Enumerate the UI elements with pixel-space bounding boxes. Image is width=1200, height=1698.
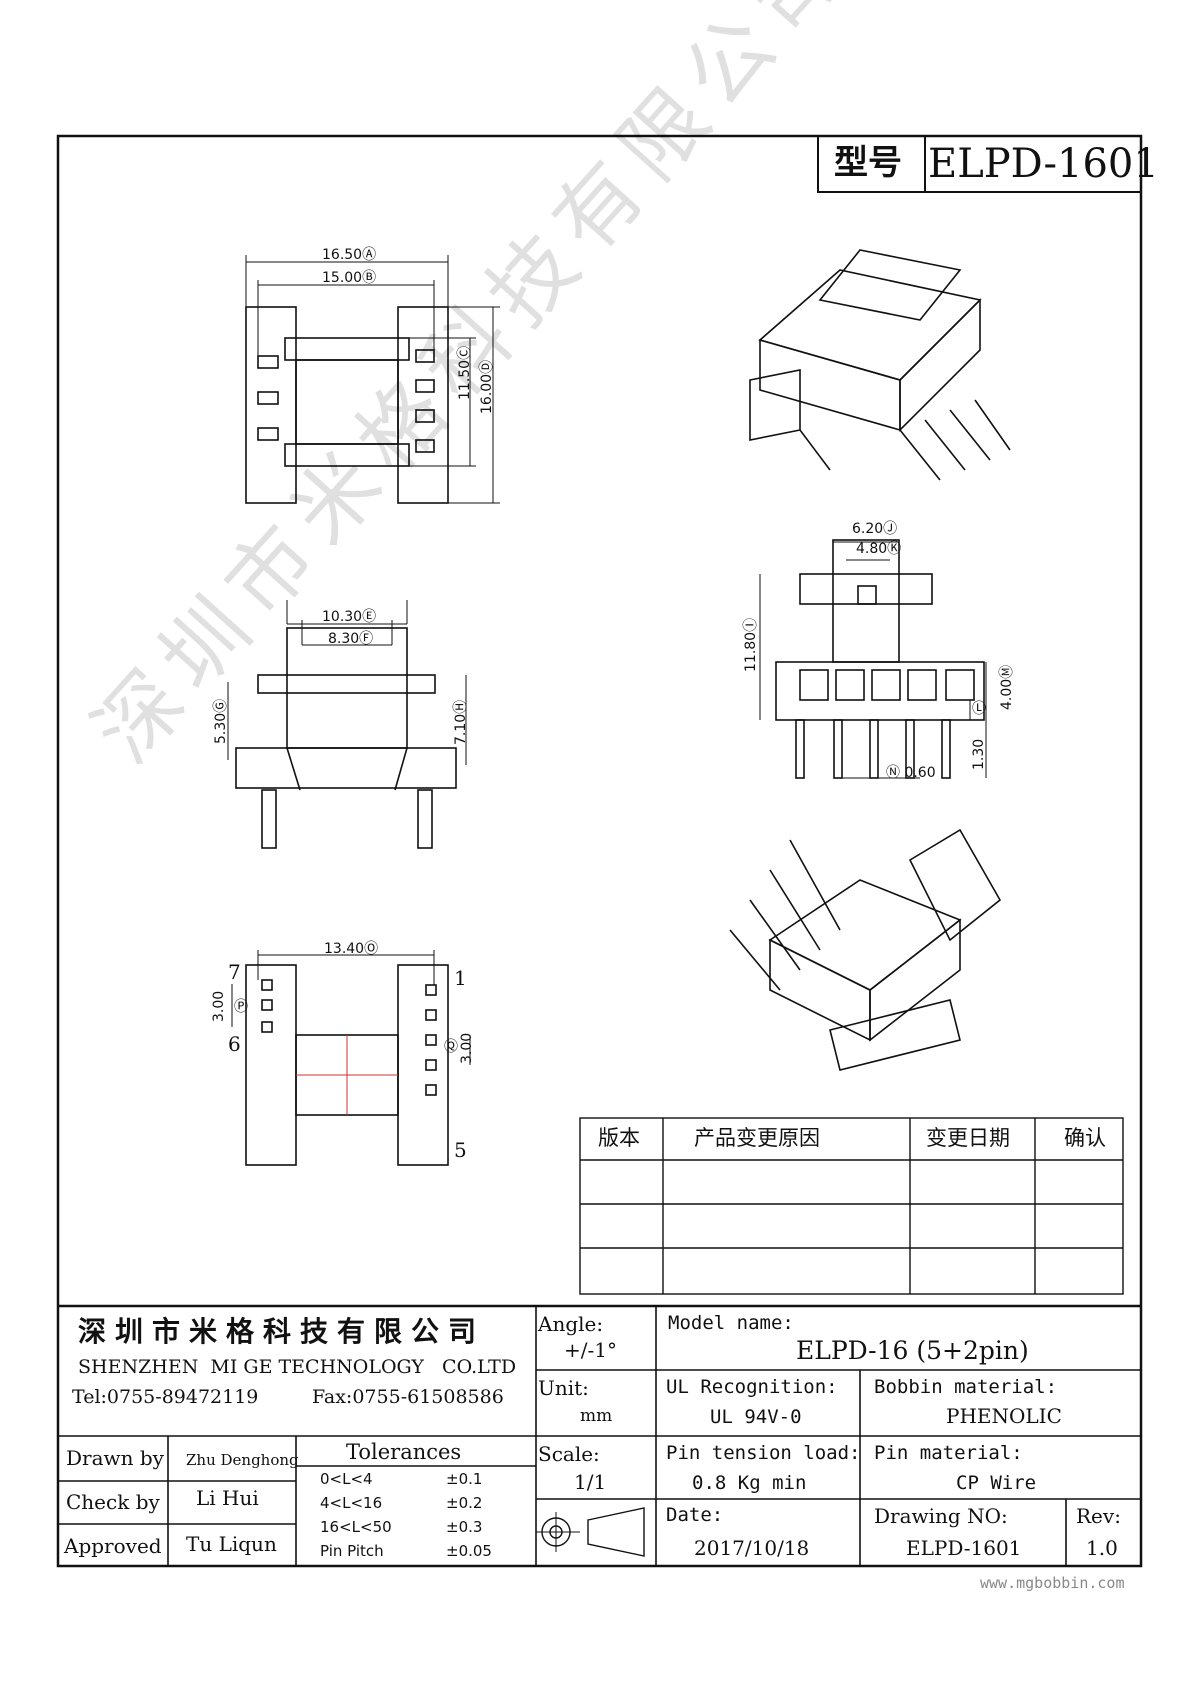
dim-m: 4.00Ⓜ [999,664,1015,710]
rev-header-confirm: 确认 [1064,1126,1106,1150]
dim-g: 5.30Ⓖ [213,698,229,744]
title-block-grid [58,1304,1141,1566]
drawn-by-label: Drawn by [66,1446,164,1470]
dim-b: 15.00Ⓑ [322,270,377,286]
scale-label: Scale: [538,1442,600,1466]
side-view-drawing [759,539,987,779]
drawn-by-value: Zhu Denghong [186,1451,299,1469]
company-fax: Fax:0755-61508586 [312,1386,504,1408]
model-label: 型号 [834,143,902,183]
pin-material-value: CP Wire [956,1472,1037,1494]
website-footer: www.mgbobbin.com [980,1574,1125,1592]
check-by-label: Check by [66,1490,160,1514]
tol-range-2: 4<L<16 [320,1494,383,1512]
drawing-frame [56,134,1143,1568]
date-label: Date: [666,1504,724,1526]
dim-q: Ⓠ [444,1039,458,1055]
pin-6-label: 6 [228,1032,241,1056]
projection-symbol [536,1507,645,1557]
rev-header-version: 版本 [598,1126,640,1150]
rev-label: Rev: [1076,1504,1121,1528]
rev-header-date: 变更日期 [926,1126,1010,1150]
dim-d: 16.00Ⓓ [479,359,495,414]
model-name-value: ELPD-16 (5+2pin) [796,1336,1029,1365]
tol-range-1: 0<L<4 [320,1470,373,1488]
dim-n: Ⓝ 0.60 [886,765,936,781]
rev-value: 1.0 [1086,1536,1118,1560]
model-name-label: Model name: [668,1312,794,1334]
ul-label: UL Recognition: [666,1376,838,1398]
bobbin-label: Bobbin material: [874,1376,1058,1398]
dim-c: 11.50Ⓒ [457,345,473,400]
model-value: ELPD-1601 [928,141,1159,187]
tol-value-4: ±0.05 [446,1542,492,1560]
revision-table-grid [579,1117,1124,1295]
company-name-cn: 深圳市米格科技有限公司 [78,1315,486,1348]
dim-p: Ⓟ [234,999,248,1015]
pin-7-label: 7 [228,960,241,984]
top-view-drawing [245,255,500,504]
isometric-view-upper [749,249,1011,481]
bottom-view-drawing [231,950,471,1166]
tol-range-4: Pin Pitch [320,1542,384,1560]
dim-l: Ⓛ [972,701,986,717]
approved-value: Tu Liqun [186,1532,277,1556]
model-title-box [817,135,1142,193]
pin-material-label: Pin material: [874,1442,1023,1464]
dim-o: 13.40Ⓞ [324,941,379,957]
approved-label: Approved [64,1534,162,1558]
dim-a: 16.50Ⓐ [322,247,377,263]
pin-1-label: 1 [454,966,467,990]
drawing-no-value: ELPD-1601 [906,1536,1022,1560]
drawing-no-label: Drawing NO: [874,1504,1008,1528]
bobbin-value: PHENOLIC [946,1404,1062,1428]
dim-p-val: 3.00 [211,990,227,1022]
dim-q-val: 3.00 [459,1032,475,1064]
tolerances-title: Tolerances [346,1440,462,1464]
ul-value: UL 94V-0 [710,1406,802,1428]
dim-130: 1.30 [971,738,987,770]
scale-value: 1/1 [574,1470,607,1494]
dim-k: 4.80Ⓚ [856,541,902,557]
tension-label: Pin tension load: [666,1442,861,1464]
tol-value-3: ±0.3 [446,1518,483,1536]
dim-e: 10.30Ⓔ [322,609,377,625]
front-view-drawing [227,600,467,849]
company-name-en: SHENZHEN MI GE TECHNOLOGY CO.LTD [78,1356,517,1378]
angle-label: Angle: [538,1312,604,1336]
dim-h: 7.10Ⓗ [453,699,469,745]
dim-j: 6.20Ⓙ [852,521,898,537]
isometric-view-lower [729,828,1002,1071]
unit-label: Unit: [538,1376,589,1400]
company-tel: Tel:0755-89472119 [72,1386,259,1408]
pin-5-label: 5 [454,1138,467,1162]
tol-range-3: 16<L<50 [320,1518,392,1536]
tol-value-1: ±0.1 [446,1470,483,1488]
tension-value: 0.8 Kg min [692,1472,807,1494]
check-by-value: Li Hui [196,1486,259,1510]
rev-header-reason: 产品变更原因 [694,1126,820,1150]
date-value: 2017/10/18 [694,1536,810,1560]
angle-value: +/-1° [564,1338,617,1362]
dim-i: 11.80Ⓘ [743,617,759,672]
tol-value-2: ±0.2 [446,1494,483,1512]
dim-f: 8.30Ⓕ [328,631,374,647]
unit-value: mm [580,1406,613,1426]
